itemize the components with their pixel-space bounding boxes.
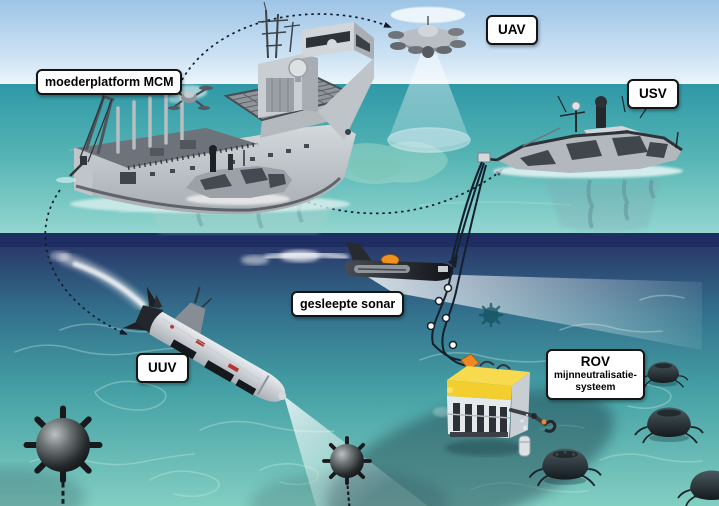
hangar-block	[258, 54, 318, 118]
uav-hexacopter-illustration	[388, 6, 466, 58]
path-ship-to-uav	[181, 13, 392, 81]
usv-reflection	[493, 164, 683, 232]
label-moederplatform-mcm: moederplatform MCM	[36, 69, 183, 96]
uav-sensor-cone	[387, 54, 471, 153]
label-usv: USV	[627, 79, 679, 109]
bottom-mine	[677, 470, 719, 506]
neutralization-charge	[518, 413, 531, 457]
distant-mine-silhouette	[478, 302, 504, 328]
tow-cables	[431, 161, 487, 369]
path-ship-to-uuv	[44, 189, 128, 335]
towed-sonar-beam	[360, 272, 702, 350]
bridge-block	[302, 22, 374, 60]
main-mast	[257, 1, 301, 59]
moored-mine	[23, 405, 103, 506]
waterline-band	[0, 233, 719, 247]
daughter-boat-illustration	[186, 145, 292, 205]
radar-dome	[288, 58, 308, 82]
rov-manipulator-arm	[509, 408, 557, 433]
uuv-illustration	[122, 286, 287, 402]
label-uav: UAV	[486, 15, 538, 45]
bottom-mine	[638, 361, 689, 388]
cable-to-sonar	[450, 161, 484, 261]
bottom-mine	[528, 448, 602, 487]
cable-to-rov-2	[441, 164, 487, 369]
towed-sonar-illustration	[344, 242, 458, 281]
bottom-mine	[634, 407, 704, 444]
rov-illustration	[433, 353, 557, 457]
aft-work-deck	[76, 128, 258, 168]
label-rov: ROV mijnneutralisatie- systeem	[546, 349, 645, 400]
label-uuv: UUV	[136, 353, 189, 383]
uuv-wake	[50, 251, 149, 311]
moored-mine-in-beam	[322, 436, 372, 506]
cable-to-rov-1	[431, 162, 485, 363]
label-gesleepte-sonar: gesleepte sonar	[291, 291, 405, 318]
deck-masts	[116, 92, 184, 154]
sonar-wake	[241, 249, 349, 265]
usv-illustration	[477, 95, 683, 173]
cable-floats	[426, 283, 458, 350]
stern-crane	[56, 94, 115, 183]
